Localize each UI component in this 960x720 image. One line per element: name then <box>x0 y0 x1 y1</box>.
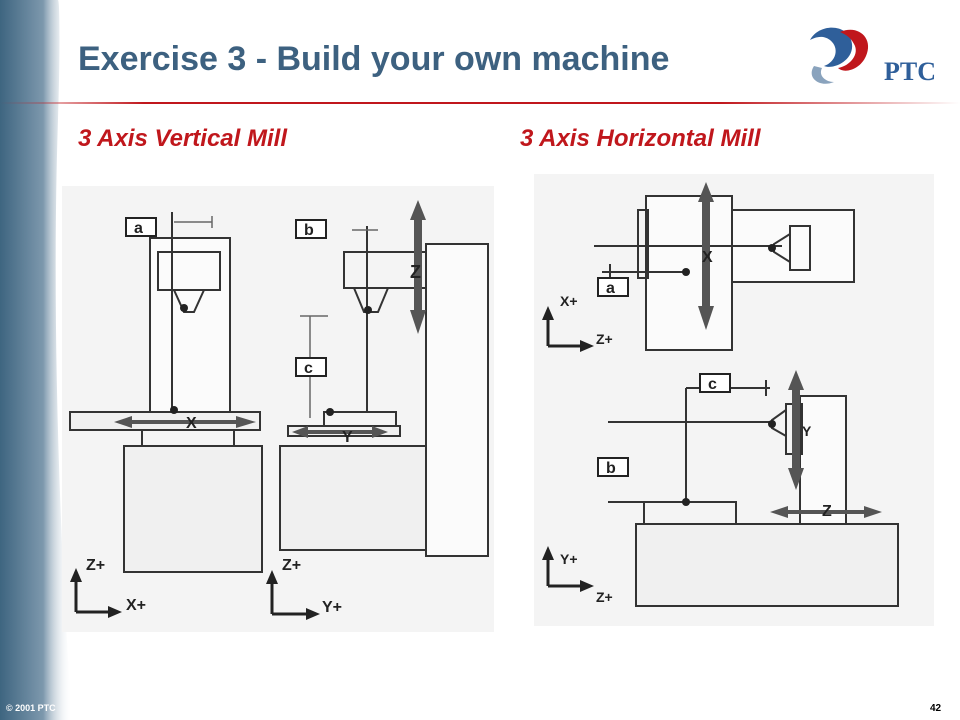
hm2-table-dot <box>326 408 334 416</box>
triad2-up-label: Z+ <box>282 557 301 574</box>
vm-table-dot <box>170 406 178 414</box>
svg-text:a: a <box>606 280 615 297</box>
vm-x-label: X <box>186 415 197 432</box>
vertical-mill-diagram: a b c X Y Z Z+ X+ Z+ Y+ <box>62 186 494 632</box>
hm2-spindle-dot <box>364 306 372 314</box>
hm-spindle-dot <box>768 244 776 252</box>
logo-wordmark: PTC <box>884 57 936 86</box>
hm2-table-dot2 <box>682 498 690 506</box>
triad4-up-label: Y+ <box>560 551 578 567</box>
label-b-right: b <box>597 457 629 477</box>
page-number: 42 <box>930 703 942 714</box>
logo-swirl-blue <box>810 27 853 67</box>
hm-x-arrow-icon <box>698 182 714 330</box>
triad-yz-right <box>542 546 594 592</box>
label-b-left: b <box>295 219 327 239</box>
hm-table-dot <box>682 268 690 276</box>
svg-text:c: c <box>708 376 717 393</box>
label-c-left: c <box>295 357 327 377</box>
ptc-logo: PTC <box>810 27 936 86</box>
vm2-z-label: Z <box>410 262 421 282</box>
svg-text:b: b <box>304 222 314 239</box>
subtitle-vertical-mill: 3 Axis Vertical Mill <box>78 125 287 152</box>
subtitle-horizontal-mill: 3 Axis Horizontal Mill <box>520 125 761 152</box>
triad2-right-label: Y+ <box>322 599 342 616</box>
vm2-y-arrow-icon <box>292 426 388 438</box>
triad3-right-label: Z+ <box>596 331 613 347</box>
hm2-spindle-dot2 <box>768 420 776 428</box>
horizontal-mill-diagram: a c b X Y Z X+ Z+ Y+ Z+ <box>534 174 934 626</box>
vm2-z-arrow-icon <box>410 200 426 334</box>
svg-text:b: b <box>606 460 616 477</box>
label-c-right: c <box>699 373 731 393</box>
logo-swirl-grey <box>811 66 834 84</box>
hm2-y-label: Y <box>802 423 812 439</box>
logo-swirl-red <box>838 29 869 71</box>
triad1-right-label: X+ <box>126 597 146 614</box>
svg-text:a: a <box>134 220 143 237</box>
triad1-up-label: Z+ <box>86 557 105 574</box>
triad-xz-right <box>542 306 594 352</box>
vm-spindle-dot <box>180 304 188 312</box>
triad-zx-left <box>70 568 122 618</box>
svg-text:c: c <box>304 360 313 377</box>
label-a-right: a <box>597 277 629 297</box>
vm-x-arrow-icon <box>114 416 256 428</box>
triad4-right-label: Z+ <box>596 589 613 605</box>
label-a-left: a <box>125 217 157 237</box>
copyright-notice: © 2001 PTC <box>6 703 56 713</box>
hm2-z-label: Z <box>822 503 832 520</box>
title-divider <box>0 102 960 104</box>
slide-title: Exercise 3 - Build your own machine <box>78 40 670 78</box>
hm2-y-arrow-icon <box>788 370 804 490</box>
triad-zy-left <box>266 570 320 620</box>
hm-x-label: X <box>702 249 713 266</box>
hm2-z-arrow-icon <box>770 506 882 518</box>
triad3-up-label: X+ <box>560 293 578 309</box>
vm2-y-label: Y <box>342 429 353 446</box>
